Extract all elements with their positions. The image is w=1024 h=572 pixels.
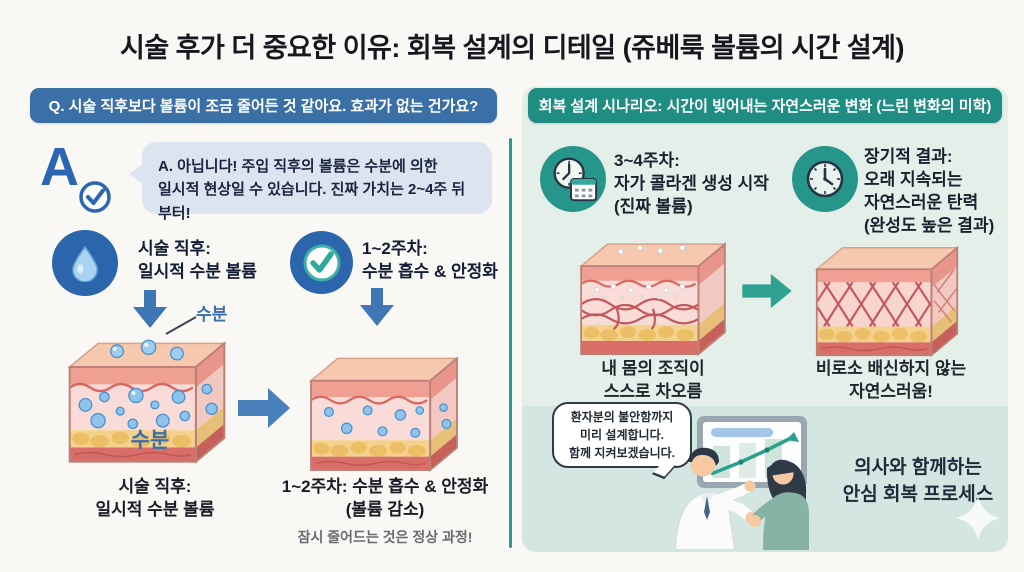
answer-mark: A bbox=[40, 137, 79, 197]
caption-naturalness: 비로소 배신하지 않는 자연스러움! bbox=[815, 359, 967, 401]
skin-cube-moisture bbox=[60, 326, 234, 468]
caption-week1-2: 1~2주차: 수분 흡수 & 안정화 (볼륨 감소) bbox=[281, 477, 489, 519]
footer-process-label: 의사와 함께하는 안심 회복 프로세스 bbox=[842, 457, 994, 505]
stage2-label: 1~2주차: 수분 흡수 & 안정화 bbox=[362, 239, 498, 281]
question-banner: Q. 시술 직후보다 볼륨이 조금 줄어든 것 같아요. 효과가 없는 건가요? bbox=[30, 88, 497, 123]
callout-line bbox=[162, 314, 198, 336]
moisture-callout-label: 수분 bbox=[196, 305, 228, 324]
water-drop-icon bbox=[52, 230, 118, 296]
cube1-moisture-label: 수분 bbox=[130, 429, 170, 452]
caption-tissue-fills: 내 몸의 조직이 스스로 차오름 bbox=[601, 359, 705, 401]
sparkle-icon bbox=[956, 496, 1000, 540]
arrow-right-teal-icon bbox=[742, 272, 792, 310]
skin-cube-stabilized bbox=[302, 342, 466, 476]
arrow-down-icon bbox=[133, 290, 167, 328]
clock-icon bbox=[792, 146, 858, 212]
scenario-banner: 회복 설계 시나리오: 시간이 빚어내는 자연스러운 변화 (느린 변화의 미학… bbox=[528, 88, 1002, 123]
arrow-right-icon bbox=[238, 388, 290, 428]
skin-cube-collagen-mature bbox=[808, 232, 966, 361]
page-title: 시술 후가 더 중요한 이유: 회복 설계의 디테일 (쥬베룩 볼륨의 시간 설… bbox=[119, 33, 905, 63]
stage3-label: 3~4주차: 자가 콜라겐 생성 시작 (진짜 볼륨) bbox=[614, 151, 769, 216]
doctor-speech-bubble: 환자분의 불안함까지 미리 설계합니다. 함께 지켜보겠습니다. bbox=[552, 402, 692, 468]
arrow-down-icon bbox=[360, 288, 394, 326]
check-circle-icon bbox=[78, 180, 112, 214]
answer-bubble: A. 아닙니다! 주입 직후의 볼륨은 수분에 의한 일시적 현상일 수 있습니… bbox=[129, 142, 492, 222]
skin-cube-collagen-forming bbox=[572, 228, 734, 360]
stage4-label: 장기적 결과: 오래 지속되는 자연스러운 탄력 (완성도 높은 결과) bbox=[864, 147, 995, 235]
stage1-label: 시술 직후: 일시적 수분 볼륨 bbox=[138, 239, 257, 281]
caption-normal-process-note: 잠시 줄어드는 것은 정상 과정! bbox=[297, 529, 473, 545]
doctor-patient-illustration bbox=[655, 412, 830, 550]
panel-divider bbox=[509, 138, 512, 548]
check-stage-icon bbox=[290, 231, 353, 294]
clock-calendar-icon bbox=[540, 146, 606, 212]
caption-immediately-after: 시술 직후: 일시적 수분 볼륨 bbox=[95, 477, 215, 519]
